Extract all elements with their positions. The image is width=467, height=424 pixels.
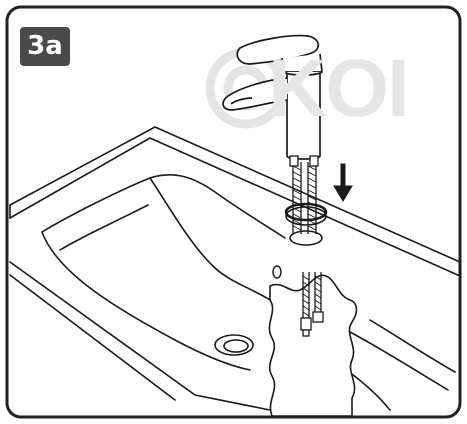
o-ring-seal — [284, 202, 328, 222]
step-badge: 3a — [20, 27, 70, 66]
frame-border — [5, 5, 462, 419]
down-arrow-icon — [333, 163, 353, 202]
watermark-text: KOI — [268, 43, 410, 134]
cutaway-section — [268, 274, 358, 417]
flexible-hoses-below — [300, 272, 324, 337]
overflow-hole — [272, 265, 282, 279]
wash-basin — [9, 126, 461, 411]
drain-icon — [214, 334, 254, 356]
tap-mounting-hole — [285, 206, 327, 246]
flexible-hoses-above — [289, 155, 319, 234]
faucet — [222, 34, 323, 160]
